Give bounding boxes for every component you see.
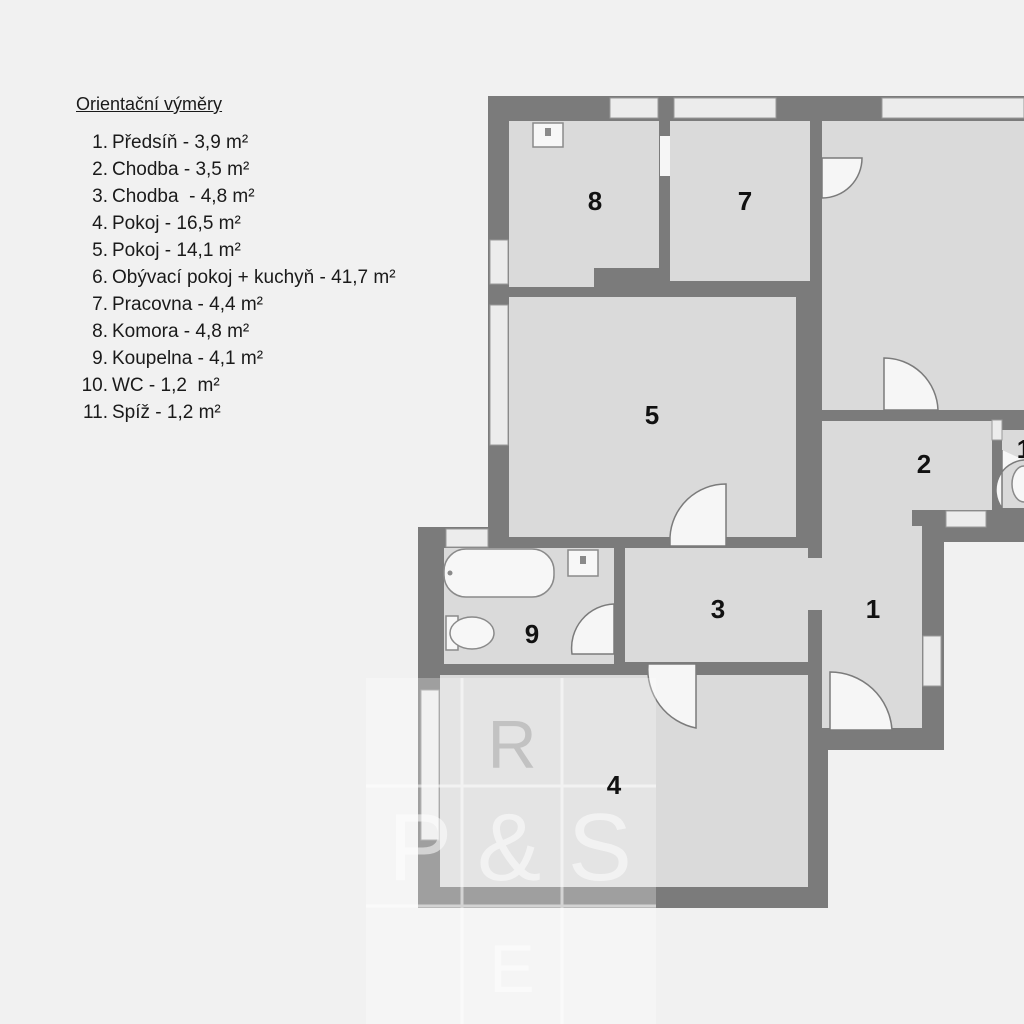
legend-item: 1.Předsíň - 3,9 m² [76,129,396,156]
bathtub-icon [443,548,555,598]
room-label-2: 2 [917,449,931,479]
legend-item-text: Pokoj - 14,1 m² [112,240,241,261]
legend-item-text: WC - 1,2 m² [112,375,220,396]
door-swing [883,357,939,411]
legend-item: 2.Chodba - 3,5 m² [76,156,396,183]
legend-item-text: Obývací pokoj + kuchyň - 41,7 m² [112,267,396,288]
room-label-7: 7 [738,186,752,216]
legend-item-number: 3. [92,186,108,207]
door-swing [669,483,727,547]
legend-item-number: 9. [92,348,108,369]
watermark-letters-ps: P & S [388,794,632,901]
room-3-floor [625,548,808,662]
watermark-letter-e: E [489,931,534,1007]
window [445,528,489,548]
legend-item-text: Koupelna - 4,1 m² [112,348,264,369]
door-swing [821,157,863,199]
legend-item-number: 1. [92,132,108,153]
door-swing [570,603,615,655]
room-label-5: 5 [645,400,659,430]
legend-item-text: Spíž - 1,2 m² [112,402,221,423]
legend-item-number: 8. [92,321,108,342]
legend-item-number: 2. [92,159,108,180]
watermark: R P & S E [366,678,656,1024]
legend-item-number: 10. [81,375,108,396]
legend-item-text: Předsíň - 3,9 m² [112,132,249,153]
window [609,97,659,119]
toilet-bowl-icon [449,616,495,650]
legend-item: 10.WC - 1,2 m² [76,372,396,399]
legend-item: 7.Pracovna - 4,4 m² [76,291,396,318]
door-swing [829,671,893,731]
legend-item-text: Chodba - 4,8 m² [112,186,255,207]
legend-item-number: 4. [92,213,108,234]
doors [570,136,1024,731]
legend-item-text: Pokoj - 16,5 m² [112,213,241,234]
legend-item: 6.Obývací pokoj + kuchyň - 41,7 m² [76,264,396,291]
legend-item-text: Chodba - 3,5 m² [112,159,250,180]
toilet-icon [1011,465,1024,503]
legend-item-number: 7. [92,294,108,315]
legend-item-text: Komora - 4,8 m² [112,321,250,342]
legend-item-text: Pracovna - 4,4 m² [112,294,263,315]
room-7-floor [670,121,810,281]
window [673,97,777,119]
window [489,239,509,285]
legend-item: 3.Chodba - 4,8 m² [76,183,396,210]
window [881,97,1024,119]
fixtures [443,122,1024,651]
door-swing [995,450,1024,511]
room-label-10: 1 [1017,434,1024,464]
window [420,689,440,841]
legend-item: 8.Komora - 4,8 m² [76,318,396,345]
room-8-floor [509,121,659,287]
window [945,510,987,528]
window [922,635,942,687]
door-opening [660,136,670,176]
legend-item: 4.Pokoj - 16,5 m² [76,210,396,237]
room-label-8: 8 [588,186,602,216]
watermark-letter-r: R [487,707,536,783]
window [991,419,1003,441]
legend-item: 5.Pokoj - 14,1 m² [76,237,396,264]
room-label-3: 3 [711,594,725,624]
room-label-9: 9 [525,619,539,649]
room-label-1: 1 [866,594,880,624]
room-2-floor [822,421,992,510]
legend-item-number: 5. [92,240,108,261]
window [489,304,509,446]
room-labels: 8 7 5 2 1 3 9 1 4 [525,186,1024,800]
legend-item: 9.Koupelna - 4,1 m² [76,345,396,372]
legend-item-number: 11. [82,402,108,423]
legend-title: Orientační výměry [76,94,223,114]
legend-item-number: 6. [92,267,108,288]
windows [420,97,1024,841]
room-4-floor [440,675,808,887]
door-swing [647,663,697,729]
room-label-4: 4 [607,770,622,800]
room-5-floor [509,297,796,537]
legend-item: 11.Spíž - 1,2 m² [76,399,396,426]
